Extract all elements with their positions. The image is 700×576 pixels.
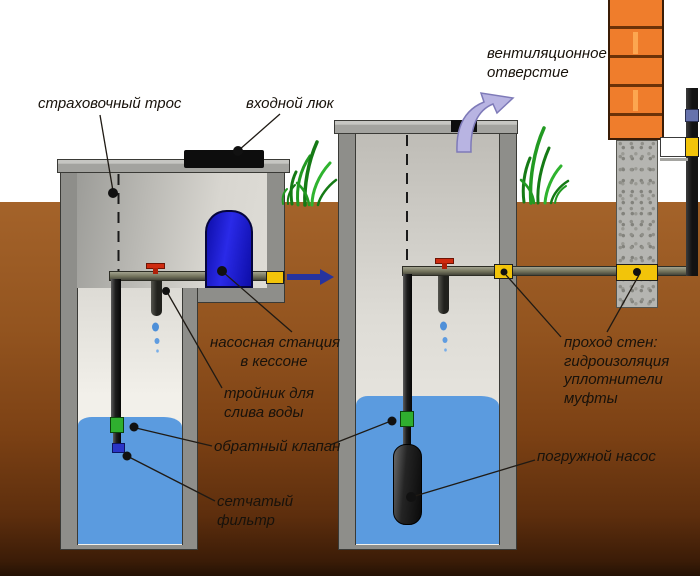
grass-clump-left (281, 140, 338, 207)
right-valve-stem (442, 263, 447, 269)
submersible-pump-body (393, 444, 422, 525)
house-brick-wall (608, 0, 664, 140)
left-pipe-stub (113, 433, 121, 444)
left-well-pipe-vertical (111, 279, 121, 419)
label-pump-station: насосная станция в кессоне (210, 334, 341, 370)
left-supply-pipe-horizontal (109, 271, 285, 281)
left-valve-stem (153, 268, 158, 274)
right-well-water (356, 396, 499, 544)
brick-joint-highlight (633, 90, 638, 111)
water-flow-arrow (287, 269, 334, 285)
house-riser-pipe (686, 88, 698, 276)
label-mesh-filter: сетчатый фильтр (217, 493, 294, 529)
label-submersible-pump: погружной насос (537, 448, 656, 465)
water-drops-right (440, 321, 448, 352)
water-drops-left (152, 322, 160, 353)
label-check-valve: обратный клапан (214, 438, 341, 455)
right-drain-tee-pipe (438, 276, 449, 314)
label-vent-opening: вентиляционное отверстие (487, 45, 607, 81)
brick-joint-highlight (633, 32, 638, 54)
pump-station-tank (205, 210, 253, 288)
riser-coupling-blue (685, 109, 699, 122)
label-entry-hatch: входной люк (246, 95, 334, 112)
pointer-dots (108, 146, 641, 502)
left-well-water (78, 417, 182, 544)
label-wall-pass: проход стен: гидроизоляция уплотнители м… (564, 334, 670, 407)
vent-air-arrow (456, 92, 515, 153)
riser-seal-yellow (685, 137, 699, 157)
mesh-filter-element (112, 443, 125, 453)
house-wall-pass-shadow (660, 158, 688, 161)
label-safety-rope: страховочный трос (38, 95, 182, 112)
right-pipe-stub (403, 427, 411, 445)
right-well-pipe-vertical (403, 274, 412, 412)
entry-hatch-cover (184, 150, 264, 168)
left-check-valve-green (110, 417, 124, 433)
right-check-valve-green (400, 411, 414, 427)
leader-lines (99, 113, 640, 502)
left-drain-tee-pipe (151, 281, 162, 316)
grass-clump-right (519, 126, 570, 205)
left-wall-pass-fitting (266, 271, 284, 284)
label-drain-tee: тройник для слива воды (224, 385, 314, 421)
